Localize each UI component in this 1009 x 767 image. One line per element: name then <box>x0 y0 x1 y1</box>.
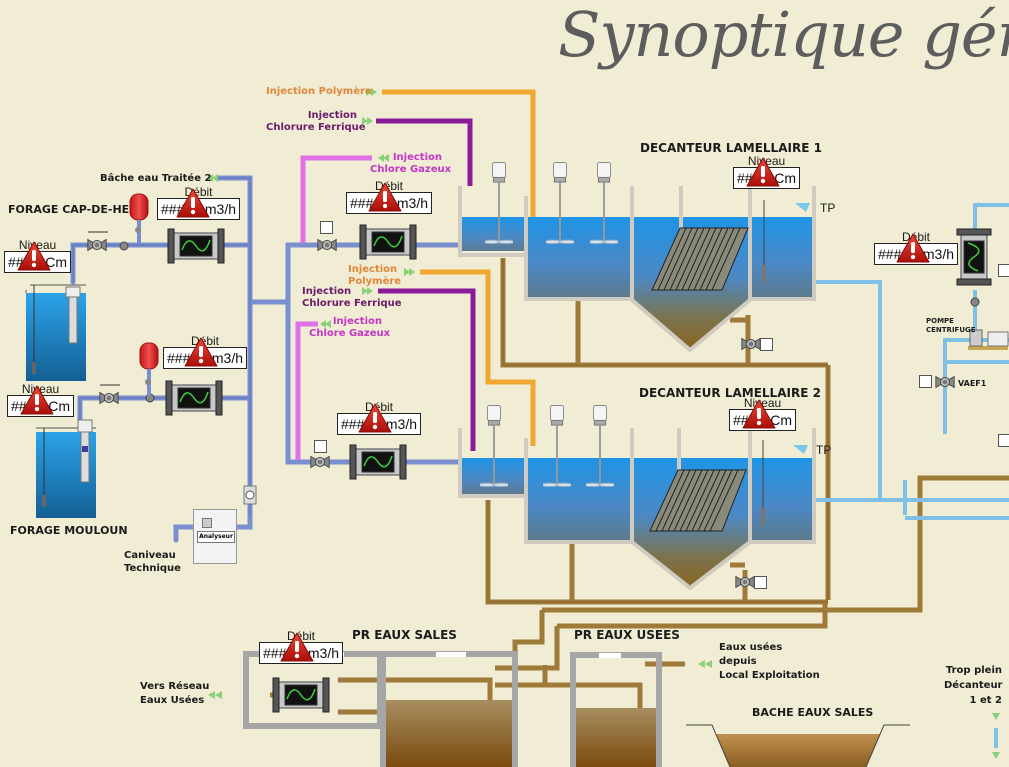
bache-eaux-sales <box>686 724 910 767</box>
label-pr-eaux-usees: PR EAUX USEES <box>574 628 680 642</box>
actuator-box[interactable] <box>760 338 773 351</box>
label-decanteur-2: DECANTEUR LAMELLAIRE 2 <box>639 386 821 400</box>
flowmeter-decanteur-1 <box>359 224 417 260</box>
alarm-warning-icon <box>358 403 392 433</box>
label-pr-eaux-sales: PR EAUX SALES <box>352 628 457 642</box>
measure-caption: Niveau <box>21 382 60 396</box>
actuator-box[interactable] <box>998 434 1009 447</box>
alarm-warning-icon <box>742 399 776 429</box>
measure-debit-sortie[interactable]: Débit ###m3/h <box>874 231 958 267</box>
actuator-box[interactable] <box>754 576 767 589</box>
analyseur-label: Analyseur <box>197 531 235 543</box>
label-bache-eaux-sales: BACHE EAUX SALES <box>752 706 874 719</box>
page-title: Synoptique gén <box>558 0 1009 71</box>
actuator-box[interactable] <box>919 375 932 388</box>
measure-niveau-mouloun[interactable]: Niveau ##Cm <box>7 383 74 419</box>
filter-valve-1 <box>87 239 107 251</box>
alarm-warning-icon <box>20 385 54 415</box>
actuator-box[interactable] <box>314 440 327 453</box>
chlorure-ferrique-pipes <box>376 118 476 451</box>
tank-forage-mouloun <box>36 419 96 518</box>
measure-caption: Niveau <box>18 238 57 252</box>
lamella-pack-2 <box>649 469 747 532</box>
label-vaef1: VAEF1 <box>958 379 987 388</box>
actuator-box[interactable] <box>998 264 1009 277</box>
pressure-tank-1 <box>129 193 149 244</box>
chlore-gazeux-pipes <box>295 155 372 460</box>
label-forage-cap-de-he: FORAGE CAP-DE-HE <box>8 203 130 216</box>
pompe-centrifuge <box>968 297 1009 350</box>
label-bache-eau-traitee-2: Bâche eau Traitée 2 <box>100 173 212 184</box>
measure-caption: Niveau <box>747 154 786 168</box>
analyseur-indicator <box>202 518 212 528</box>
flow-arrows <box>207 88 1000 759</box>
measure-debit-decanteur-1[interactable]: Débit ###m3/h <box>346 180 432 216</box>
measure-debit-cap-de-he[interactable]: Débit ###m3/h <box>157 186 240 222</box>
measure-debit-mouloun[interactable]: Débit ###m3/h <box>163 335 247 371</box>
decanteur-1 <box>458 186 816 353</box>
pr-eaux-sales-basin <box>243 651 518 767</box>
measure-debit-pr-eaux-sales[interactable]: Débit ###m3/h <box>259 630 343 666</box>
pr-eaux-usees-basin <box>570 652 662 767</box>
decanteur-2 <box>458 428 816 591</box>
measure-value-box: ###m3/h <box>259 642 343 664</box>
flowmeter-sortie <box>956 228 992 286</box>
measure-value-box: ###m3/h <box>163 347 247 369</box>
alarm-warning-icon <box>184 337 218 367</box>
label-injection-polymere-1: Injection Polymère <box>266 86 372 97</box>
measure-debit-decanteur-2[interactable]: Débit ###m3/h <box>337 401 421 437</box>
measure-value-box: ###m3/h <box>337 413 421 435</box>
label-forage-mouloun: FORAGE MOULOUN <box>10 524 128 537</box>
alarm-warning-icon <box>746 157 780 187</box>
flowmeter-pr-eaux-sales <box>272 677 330 713</box>
pressure-tank-2 <box>139 342 159 396</box>
alarm-warning-icon <box>176 188 210 218</box>
measure-niveau-decanteur-2[interactable]: Niveau ##Cm <box>729 397 796 433</box>
alarm-warning-icon <box>17 241 51 271</box>
label-decanteur-1: DECANTEUR LAMELLAIRE 1 <box>640 141 822 155</box>
flowmeter-decanteur-2 <box>349 444 407 480</box>
flowmeter-mouloun <box>165 380 223 416</box>
alarm-warning-icon <box>896 233 930 263</box>
label-tp-2: TP <box>816 443 832 457</box>
measure-caption: Niveau <box>743 396 782 410</box>
actuator-box[interactable] <box>320 221 333 234</box>
measure-niveau-cap-de-he[interactable]: Niveau ##Cm <box>4 239 71 275</box>
lamella-pack-1 <box>651 227 749 291</box>
alarm-warning-icon <box>280 632 314 662</box>
tank-forage-cap-de-he <box>25 284 86 381</box>
alarm-warning-icon <box>368 182 402 212</box>
flowmeter-cap-de-he <box>167 228 225 264</box>
analyseur[interactable]: Analyseur <box>193 509 237 564</box>
filter-valve-2 <box>99 392 119 404</box>
measure-niveau-decanteur-1[interactable]: Niveau ##Cm <box>733 155 800 191</box>
polymere-pipes <box>382 89 536 446</box>
label-tp-1: TP <box>820 201 836 215</box>
